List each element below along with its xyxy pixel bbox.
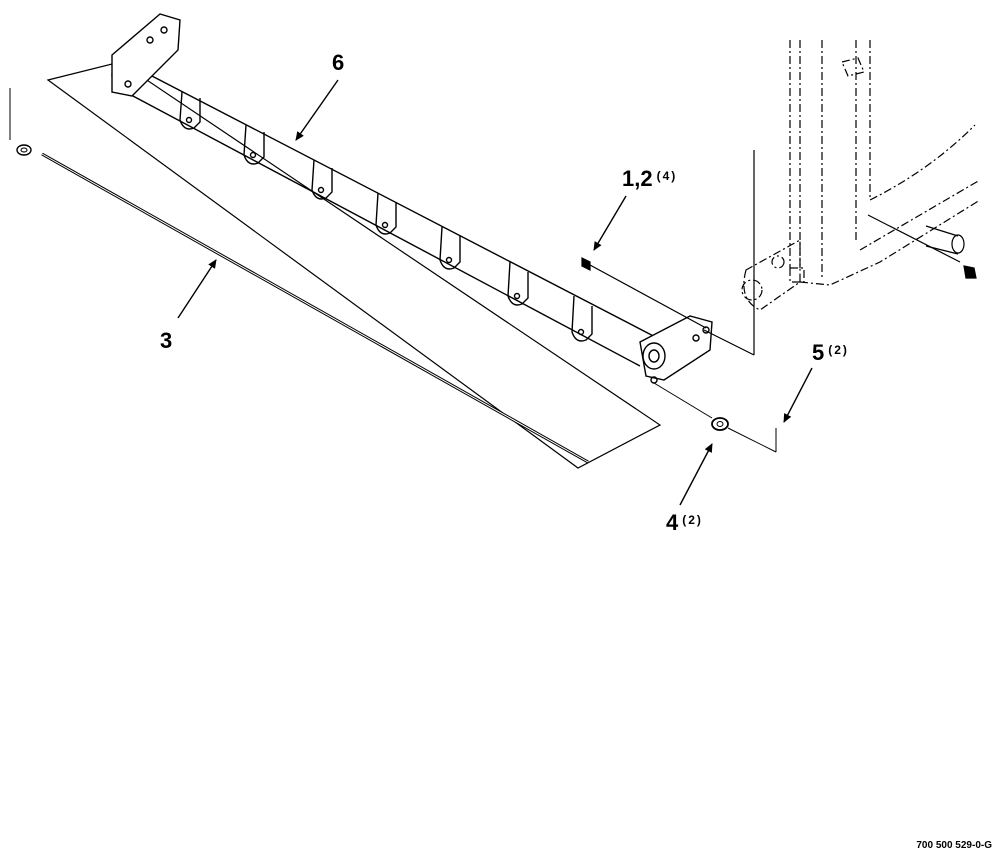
shield-sheet <box>46 61 662 469</box>
callout-3: 3 <box>160 328 172 353</box>
rod-part <box>41 152 589 464</box>
callout-1-2: 1,2(4) <box>622 166 677 191</box>
right-washer <box>653 382 777 453</box>
frame-phantom <box>741 40 981 311</box>
leader-arrows <box>177 79 813 506</box>
bolt-hardware <box>581 150 755 356</box>
frame-shaft <box>867 214 977 279</box>
callout-5: 5(2) <box>812 340 849 365</box>
drawing-number: 700 500 529-0-G <box>916 840 992 851</box>
tube-assembly <box>111 13 713 384</box>
left-washer <box>16 144 32 156</box>
callout-6: 6 <box>332 50 344 75</box>
callout-4: 4(2) <box>666 510 703 535</box>
